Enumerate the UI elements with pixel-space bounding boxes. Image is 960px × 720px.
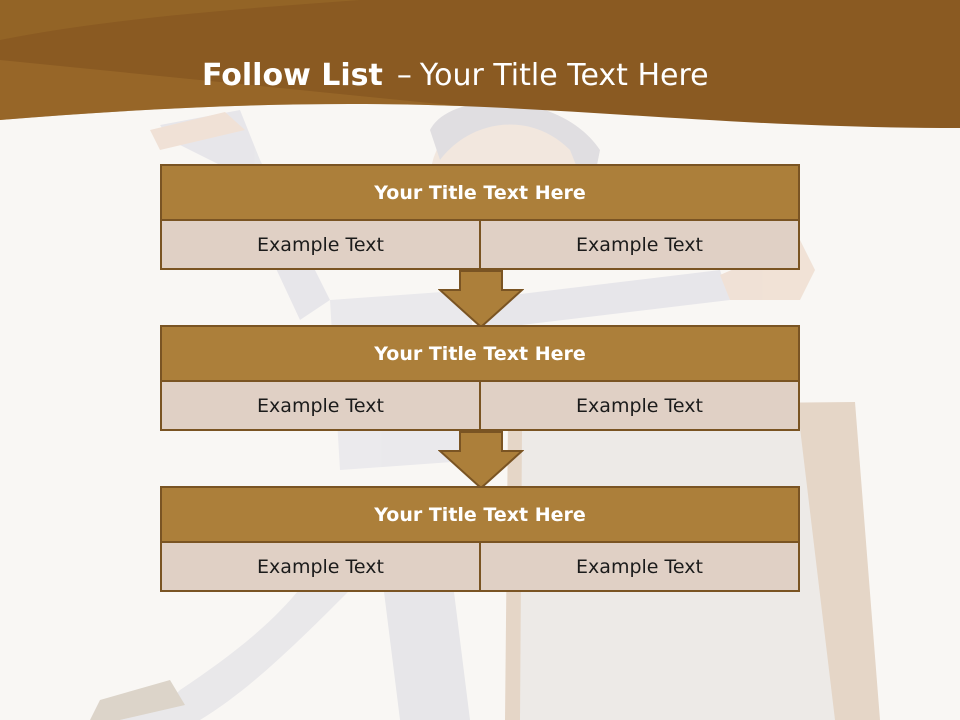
box-cell-left: Example Text — [160, 543, 481, 592]
slide-title-rest: Your Title Text Here — [419, 58, 709, 93]
box-title: Your Title Text Here — [160, 164, 800, 221]
slide-title-separator: – — [396, 58, 412, 93]
follow-box-2: Your Title Text Here Example Text Exampl… — [160, 325, 800, 431]
box-row: Example Text Example Text — [160, 221, 800, 270]
follow-box-3: Your Title Text Here Example Text Exampl… — [160, 486, 800, 592]
box-cell-right: Example Text — [481, 543, 800, 592]
follow-box-1: Your Title Text Here Example Text Exampl… — [160, 164, 800, 270]
slide-title-bold: Follow List — [202, 58, 383, 93]
box-title: Your Title Text Here — [160, 486, 800, 543]
slide-title: Follow List–Your Title Text Here — [202, 56, 709, 96]
box-row: Example Text Example Text — [160, 382, 800, 431]
box-cell-left: Example Text — [160, 382, 481, 431]
box-cell-right: Example Text — [481, 382, 800, 431]
box-row: Example Text Example Text — [160, 543, 800, 592]
box-title: Your Title Text Here — [160, 325, 800, 382]
box-cell-left: Example Text — [160, 221, 481, 270]
down-arrow-icon — [438, 431, 524, 489]
down-arrow-icon — [438, 270, 524, 328]
box-cell-right: Example Text — [481, 221, 800, 270]
